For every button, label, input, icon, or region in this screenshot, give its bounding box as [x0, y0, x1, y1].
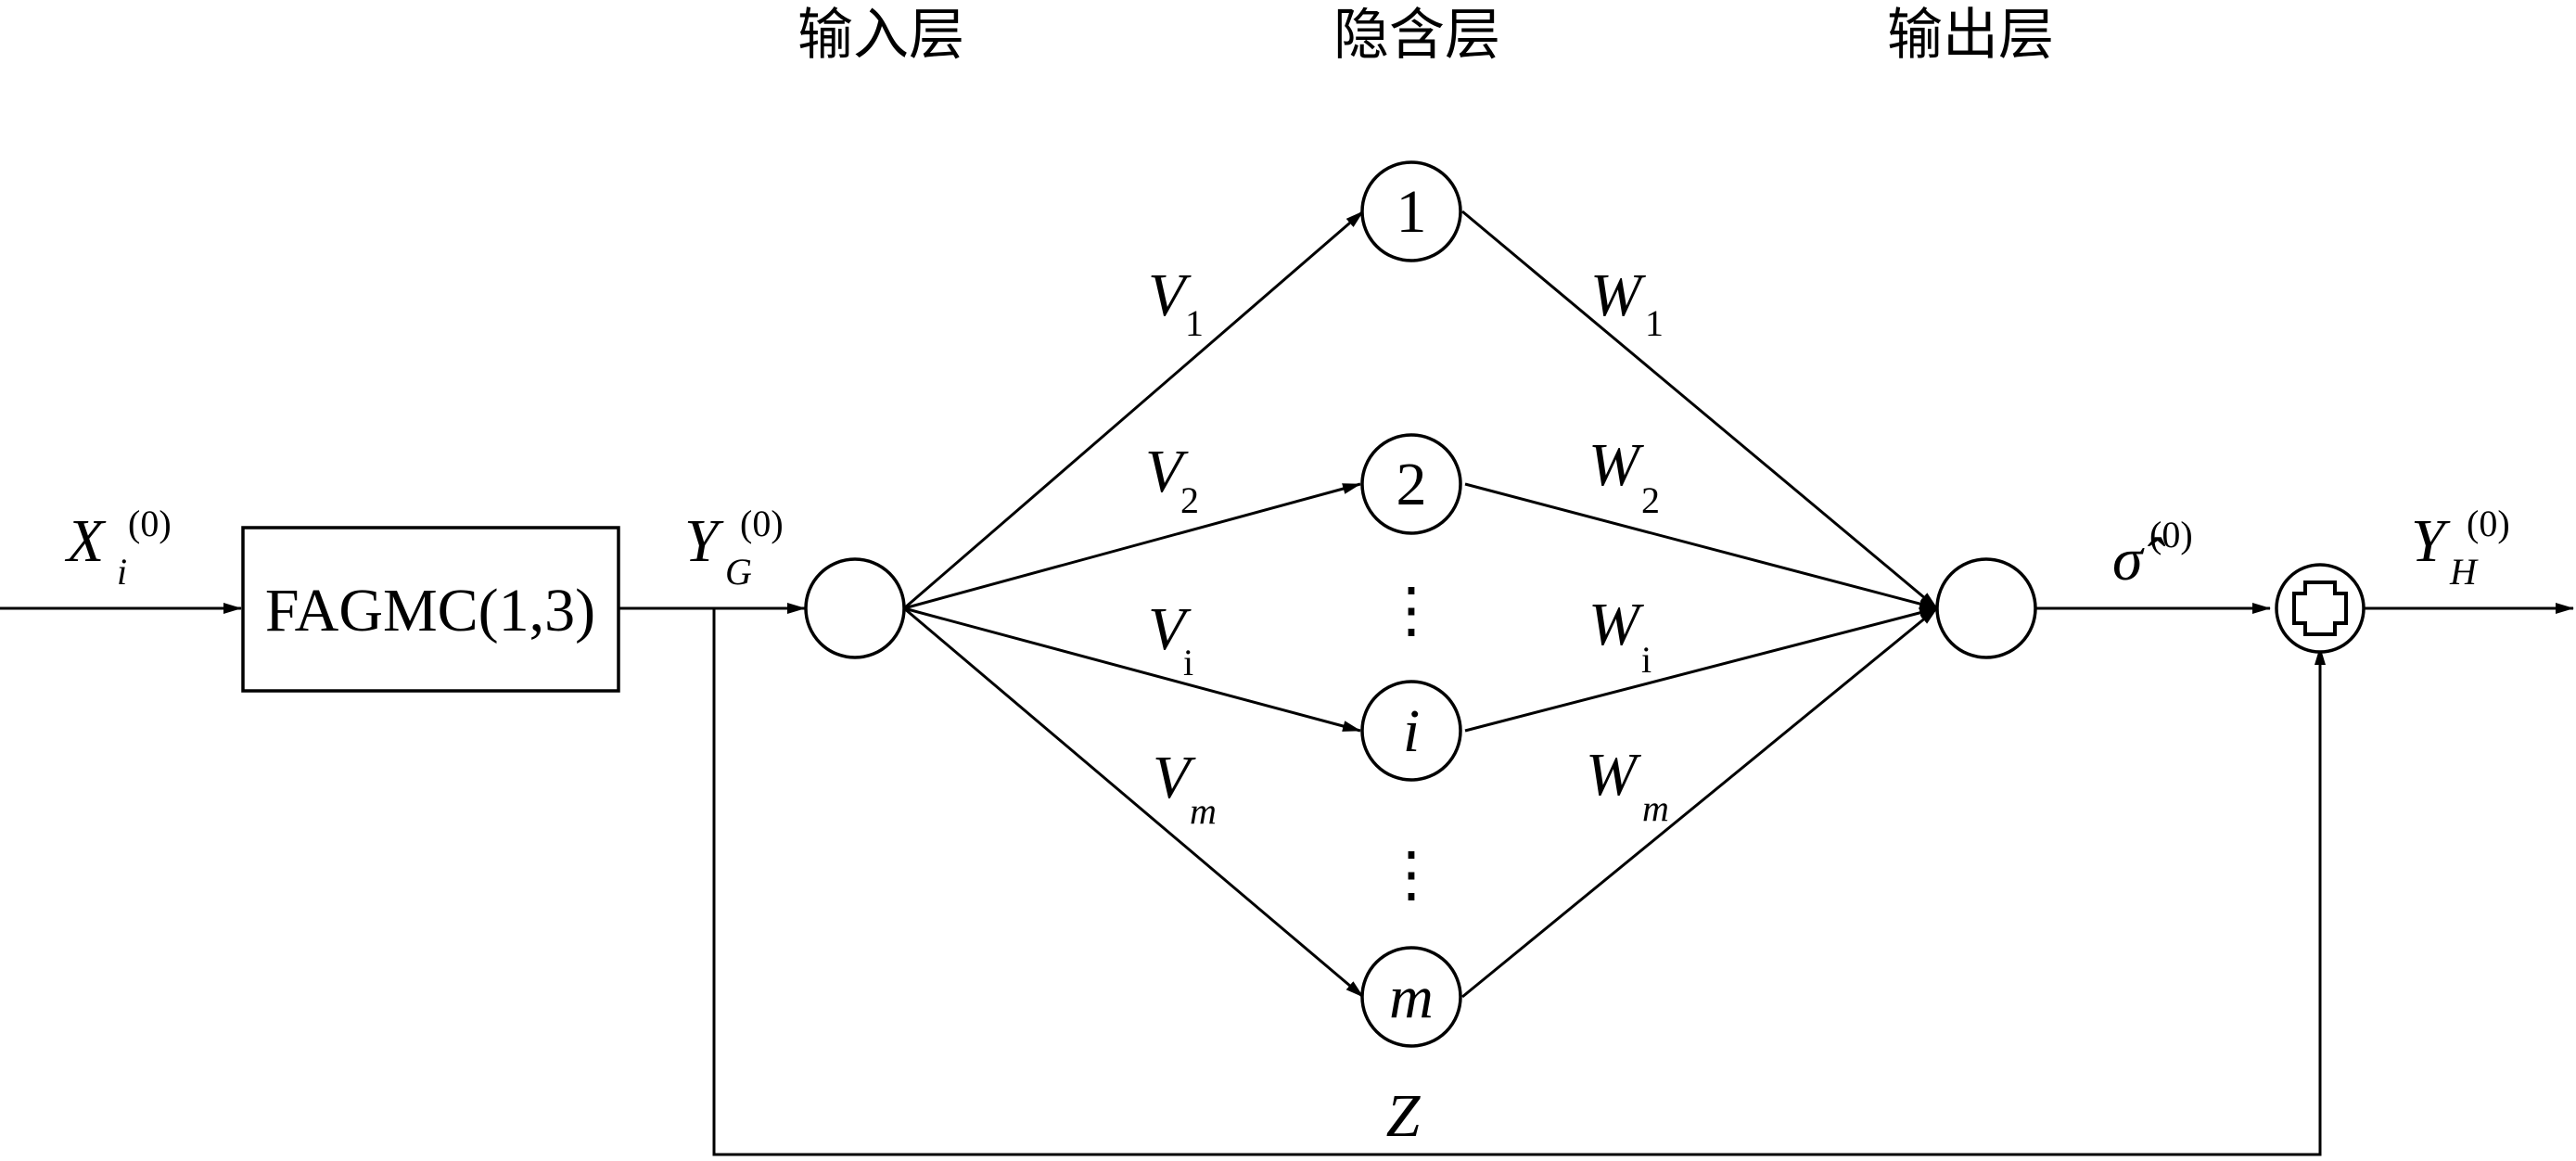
edge-input-hidden-i — [903, 606, 1361, 733]
edge-hidden-1-output — [1461, 210, 1938, 610]
weight-label-wm: W m — [1586, 741, 1669, 829]
svg-text:V: V — [1148, 262, 1192, 329]
svg-text:2: 2 — [1180, 479, 1199, 521]
svg-text:(0): (0) — [2149, 514, 2193, 555]
output-layer-title: 输出层 — [1887, 3, 2054, 68]
bypass-path-z — [712, 608, 2326, 1156]
svg-text:i: i — [1641, 639, 1651, 681]
svg-text:H: H — [2449, 551, 2479, 593]
ellipsis-upper: ⋮ — [1381, 577, 1442, 644]
weight-label-v2: V 2 — [1145, 438, 1199, 521]
svg-text:m: m — [1389, 963, 1434, 1031]
weight-label-w2: W 2 — [1588, 431, 1660, 521]
hidden-node-m: m — [1360, 946, 1462, 1048]
weight-label-vm: V m — [1153, 744, 1217, 832]
plus-icon — [2292, 580, 2348, 636]
weight-label-wi: W i — [1588, 591, 1651, 681]
svg-text:G: G — [725, 551, 752, 593]
bypass-label-z: Z — [1386, 1082, 1422, 1150]
svg-text:m: m — [1642, 787, 1669, 829]
svg-text:V: V — [1153, 744, 1196, 811]
svg-text:i: i — [1183, 642, 1193, 683]
svg-text:X: X — [64, 507, 107, 575]
svg-text:1: 1 — [1645, 302, 1664, 344]
edge-hidden-i-output — [1464, 606, 1938, 733]
svg-text:i: i — [1403, 697, 1420, 765]
edge-input-hidden-2 — [903, 482, 1361, 610]
output-node — [1935, 557, 2037, 659]
summing-junction — [2275, 563, 2366, 654]
weight-label-w1: W 1 — [1590, 262, 1664, 344]
svg-text:i: i — [117, 551, 127, 593]
hidden-node-i: i — [1360, 680, 1462, 782]
svg-text:V: V — [1145, 438, 1189, 505]
hidden-layer-title: 隐含层 — [1333, 3, 1500, 68]
sigma-hat-label: σ̂ (0) — [2112, 514, 2193, 593]
svg-text:2: 2 — [1641, 479, 1660, 521]
svg-text:(0): (0) — [740, 503, 784, 544]
svg-text:W: W — [1588, 431, 1644, 499]
svg-text:V: V — [1148, 595, 1192, 663]
ygrey-signal-label: Y G (0) — [684, 503, 784, 593]
hidden-node-2: 2 — [1360, 433, 1462, 535]
svg-text:(0): (0) — [128, 503, 172, 544]
svg-text:1: 1 — [1396, 178, 1427, 246]
edge-input-hidden-m — [903, 606, 1364, 999]
edge-hidden-2-output — [1464, 482, 1938, 610]
weight-label-vi: V i — [1148, 595, 1193, 683]
svg-text:W: W — [1588, 591, 1644, 658]
final-output-label: Y H (0) — [2411, 503, 2510, 593]
svg-text:(0): (0) — [2467, 503, 2510, 544]
ellipsis-lower: ⋮ — [1381, 841, 1442, 909]
edge-input-hidden-1 — [903, 210, 1364, 610]
svg-text:2: 2 — [1396, 451, 1427, 518]
edge-hidden-m-output — [1461, 606, 1938, 999]
input-node — [804, 557, 906, 659]
hidden-node-1: 1 — [1360, 160, 1462, 262]
weight-label-v1: V 1 — [1148, 262, 1204, 344]
svg-text:Y: Y — [684, 507, 724, 575]
svg-text:W: W — [1586, 741, 1641, 809]
input-signal-label: X i (0) — [64, 503, 172, 593]
svg-text:W: W — [1590, 262, 1646, 329]
svg-text:m: m — [1190, 790, 1217, 832]
svg-text:1: 1 — [1185, 302, 1204, 344]
svg-text:Y: Y — [2411, 507, 2451, 575]
fagmc-block-label: FAGMC(1,3) — [265, 577, 595, 644]
input-layer-title: 输入层 — [797, 3, 964, 68]
